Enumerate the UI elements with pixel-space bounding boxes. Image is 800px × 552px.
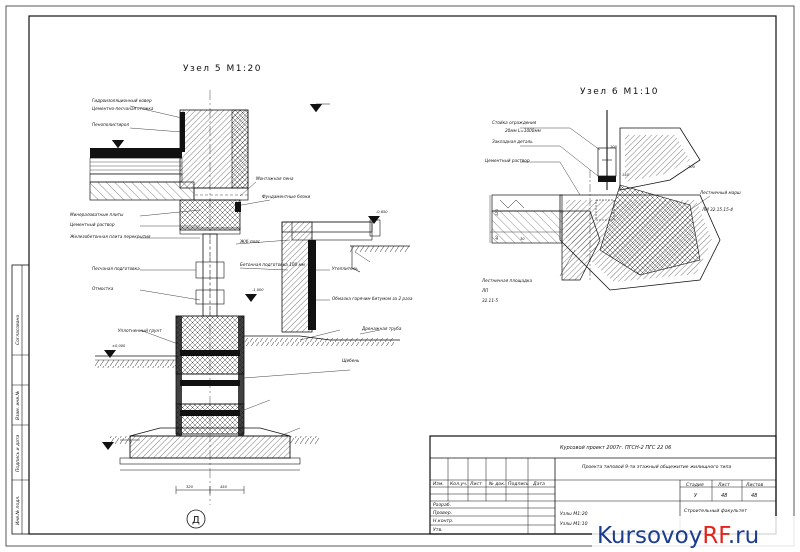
n6-label-2: Закладная деталь xyxy=(492,139,533,144)
node-5-dim-1: 320 xyxy=(186,485,194,489)
node-5-detail: Узел 5 М1:20 xyxy=(69,64,413,529)
side-stamp-agreed: Согласовано xyxy=(15,315,21,345)
node-5-axis-label: Д xyxy=(192,515,200,526)
n5-label-2: Пенополистирол xyxy=(92,122,129,127)
node-5-dim-2: 450 xyxy=(220,485,228,489)
n6-dim-5: 200 xyxy=(688,165,696,169)
n6-label-3: Цементный раствор xyxy=(485,158,530,163)
n5-label-3: Минераловатные плиты xyxy=(70,212,124,217)
n5-label-13: Утеплитель xyxy=(332,266,358,271)
stamp-role-1: Провер. xyxy=(433,510,452,516)
n5-label-6: Монтажная пена xyxy=(256,176,294,181)
stamp-header-izm: Изм. xyxy=(433,481,444,487)
watermark-part-1: Kursovoy xyxy=(597,523,702,549)
stamp-header-list: Лист xyxy=(469,481,482,487)
n6-dim-4: 30 xyxy=(520,237,525,241)
stamp-role-0: Разраб. xyxy=(433,502,451,508)
n5-label-7: Фундаментные блоки xyxy=(262,194,310,199)
n6-dim-3: 40 xyxy=(495,235,499,240)
stamp-scale-label: Узлы М1:20 xyxy=(560,511,588,517)
n6-label-5: ЛМ 32.15.15-4 xyxy=(701,207,733,212)
stamp-header-date: Дата xyxy=(532,481,545,487)
stamp-sheets-header: Листов xyxy=(745,482,763,488)
title-block-text: Курсовой проект 2007г. ПГСН-2 ПГС 22 06 … xyxy=(433,445,763,533)
n5-label-1: Цементно-песчаная стяжка xyxy=(92,106,154,111)
n6-label-6: Лестничная площадка xyxy=(481,278,532,283)
n6-label-4: Лестничный марш xyxy=(699,190,741,195)
stamp-sheet: 48 xyxy=(721,493,727,499)
n5-label-8: Песчаная подготовка xyxy=(92,266,140,271)
n6-dim-1: 150 xyxy=(622,173,630,177)
n6-dim-0: 100 xyxy=(610,145,618,149)
stamp-sheet-title: Проекта типовой 9-ти этажный общежитие ж… xyxy=(582,464,732,470)
node-6-detail: Узел 6 М1:10 100 150 120 40 30 200 xyxy=(481,87,741,303)
stamp-stage: У xyxy=(694,493,698,499)
side-stamp-replace: Взам. инв.№ xyxy=(15,391,21,420)
svg-text:KursovoyRF.ru: KursovoyRF.ru xyxy=(597,523,759,549)
stamp-header-doc: № док. xyxy=(488,481,505,487)
n5-label-15: Дренажная труба xyxy=(361,326,402,331)
stamp-project: Курсовой проект 2007г. ПГСН-2 ПГС 22 06 xyxy=(560,445,671,451)
n5-label-11: Бетонная подготовка 100 мм xyxy=(240,262,305,267)
n6-label-7: ЛП xyxy=(481,288,489,293)
n6-label-8: 32.11-5 xyxy=(482,298,498,303)
n5-label-16: Щебень xyxy=(342,358,360,363)
n5-label-10: Ж/б пояс xyxy=(239,239,261,244)
level-marks: -1,000 -0,650 ±0,000 xyxy=(102,103,388,450)
level-mark-3: ±0,000 xyxy=(112,344,126,348)
n5-label-4: Цементный раствор xyxy=(70,222,115,227)
n5-label-14: Обмазка горячим битумом за 2 раза xyxy=(332,296,413,301)
n6-dim-2: 120 xyxy=(495,208,499,216)
n6-label-1: 20мм L=1000мм xyxy=(505,128,541,133)
n6-label-0: Стойка ограждения xyxy=(492,120,537,125)
title-block xyxy=(429,435,777,535)
side-stamp-sign: Подпись и дата xyxy=(15,434,21,472)
stamp-org: Строительный факультет xyxy=(684,508,747,514)
level-mark-1: -1,000 xyxy=(252,288,264,292)
stamp-sheets: 48 xyxy=(751,493,757,499)
stamp-sheet-header: Лист xyxy=(717,482,730,488)
watermark-logo: KursovoyRF.ru xyxy=(592,516,798,550)
watermark-part-3: .ru xyxy=(728,523,759,549)
side-stamp: Инв.№ подл. Подпись и дата Взам. инв.№ С… xyxy=(11,264,30,535)
level-mark-2: -0,650 xyxy=(376,210,388,214)
stamp-role-2: Н.контр. xyxy=(433,518,454,524)
stamp-role-3: Утв. xyxy=(433,527,443,533)
n5-label-0: Гидроизоляционный ковер xyxy=(92,98,152,103)
stamp-stage-header: Стадия xyxy=(686,482,704,488)
n5-label-12: Уплотненный грунт xyxy=(118,328,162,333)
node-5-title: Узел 5 М1:20 xyxy=(183,64,262,74)
watermark-part-2: RF xyxy=(702,523,730,549)
side-stamp-inv: Инв.№ подл. xyxy=(15,495,21,525)
node-6-title: Узел 6 М1:10 xyxy=(580,87,659,97)
stamp-header-kol: Кол.уч. xyxy=(450,481,467,487)
n5-label-5: Железобетонная плита перекрытия xyxy=(69,234,151,239)
n5-label-9: Отмостка xyxy=(92,286,114,291)
stamp-header-sign: Подпись xyxy=(508,481,529,487)
stamp-scale-label-2: Узлы М1:10 xyxy=(560,521,588,527)
